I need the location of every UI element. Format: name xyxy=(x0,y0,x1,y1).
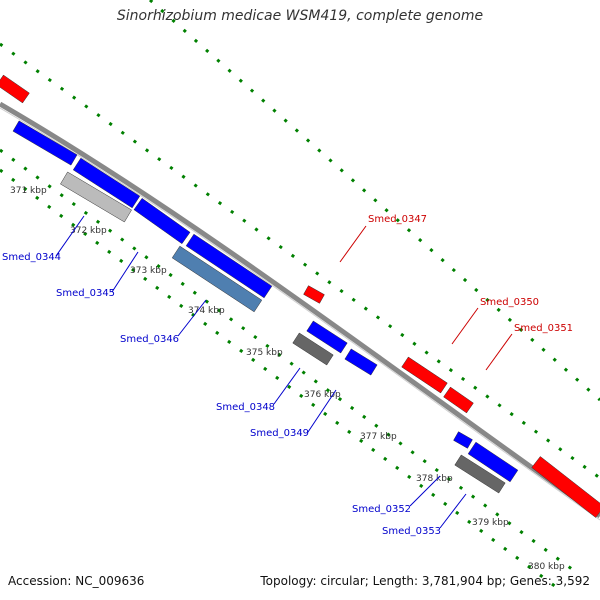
gene-arrow-smed-0350 xyxy=(401,356,448,394)
backbone xyxy=(0,101,600,521)
gene-label-smed-0345: Smed_0345 xyxy=(56,288,115,299)
gene-label-smed-0348: Smed_0348 xyxy=(216,402,275,413)
tick-label-0: 371 kbp xyxy=(10,186,47,196)
tick-label-1: 372 kbp xyxy=(70,226,107,236)
tick-label-3: 374 kbp xyxy=(188,306,225,316)
gene-arrow-blue-6 xyxy=(344,348,378,376)
leader-line-9 xyxy=(439,493,467,529)
leader-line-5 xyxy=(307,389,337,433)
gene-arrow-blue-2 xyxy=(72,157,141,209)
tick-label-2: 373 kbp xyxy=(130,266,167,276)
gene-label-smed-0351: Smed_0351 xyxy=(514,323,573,334)
gene-arrow-grey-3 xyxy=(454,454,506,494)
leader-line-7 xyxy=(485,333,513,371)
gene-arrow-smed-0347 xyxy=(303,285,325,304)
tick-label-7: 378 kbp xyxy=(416,474,453,484)
gene-label-smed-0347: Smed_0347 xyxy=(368,214,427,225)
gene-arrow-blue-8 xyxy=(467,441,519,483)
dotted-line-2 xyxy=(149,0,600,402)
gene-arrow-blue-7 xyxy=(453,431,473,449)
gene-arrow-blue-4 xyxy=(185,233,273,299)
gene-label-smed-0344: Smed_0344 xyxy=(2,252,61,263)
gene-label-smed-0350: Smed_0350 xyxy=(480,297,539,308)
dotted-line-1 xyxy=(0,148,581,577)
gene-arrow-blue-3 xyxy=(133,197,191,245)
tick-label-4: 375 kbp xyxy=(246,348,283,358)
gene-arrow-blue-1 xyxy=(12,120,78,166)
gene-arrow-grey-1 xyxy=(60,171,132,223)
tick-labels: 371 kbp 372 kbp 373 kbp 374 kbp 375 kbp 376 k… xyxy=(10,186,565,572)
gene-arrow-blue-5 xyxy=(306,320,348,354)
gene-arrow-steel-1 xyxy=(171,245,263,313)
topology-text: Topology: circular; Length: 3,781,904 bp… xyxy=(260,574,590,588)
tick-label-6: 377 kbp xyxy=(360,432,397,442)
gene-arrow-red-5 xyxy=(531,456,600,518)
tick-label-5: 376 kbp xyxy=(304,390,341,400)
leader-line-3 xyxy=(339,225,367,263)
tick-label-8: 379 kbp xyxy=(472,518,509,528)
backbone-line xyxy=(0,101,600,519)
dotted-line-0 xyxy=(0,42,600,480)
gene-label-smed-0352: Smed_0352 xyxy=(352,504,411,515)
leader-line-8 xyxy=(409,475,441,507)
backbone-highlight xyxy=(0,107,600,521)
map-title: Sinorhizobium medicae WSM419, complete g… xyxy=(116,8,484,24)
tick-label-9: 380 kbp xyxy=(528,562,565,572)
leader-line-6 xyxy=(451,307,479,345)
accession-text: Accession: NC_009636 xyxy=(8,574,145,588)
leader-line-2 xyxy=(177,299,207,337)
feature-layer xyxy=(0,74,600,518)
leader-line-0 xyxy=(55,215,85,257)
gene-arrow-smed-0351 xyxy=(443,386,474,414)
leader-line-1 xyxy=(111,251,139,293)
gene-arrow-red-1 xyxy=(0,74,30,104)
gene-label-smed-0349: Smed_0349 xyxy=(250,428,309,439)
gene-arrow-grey-2 xyxy=(292,332,334,366)
gene-label-smed-0346: Smed_0346 xyxy=(120,334,179,345)
leader-line-4 xyxy=(273,367,301,405)
gene-label-smed-0353: Smed_0353 xyxy=(382,526,441,537)
